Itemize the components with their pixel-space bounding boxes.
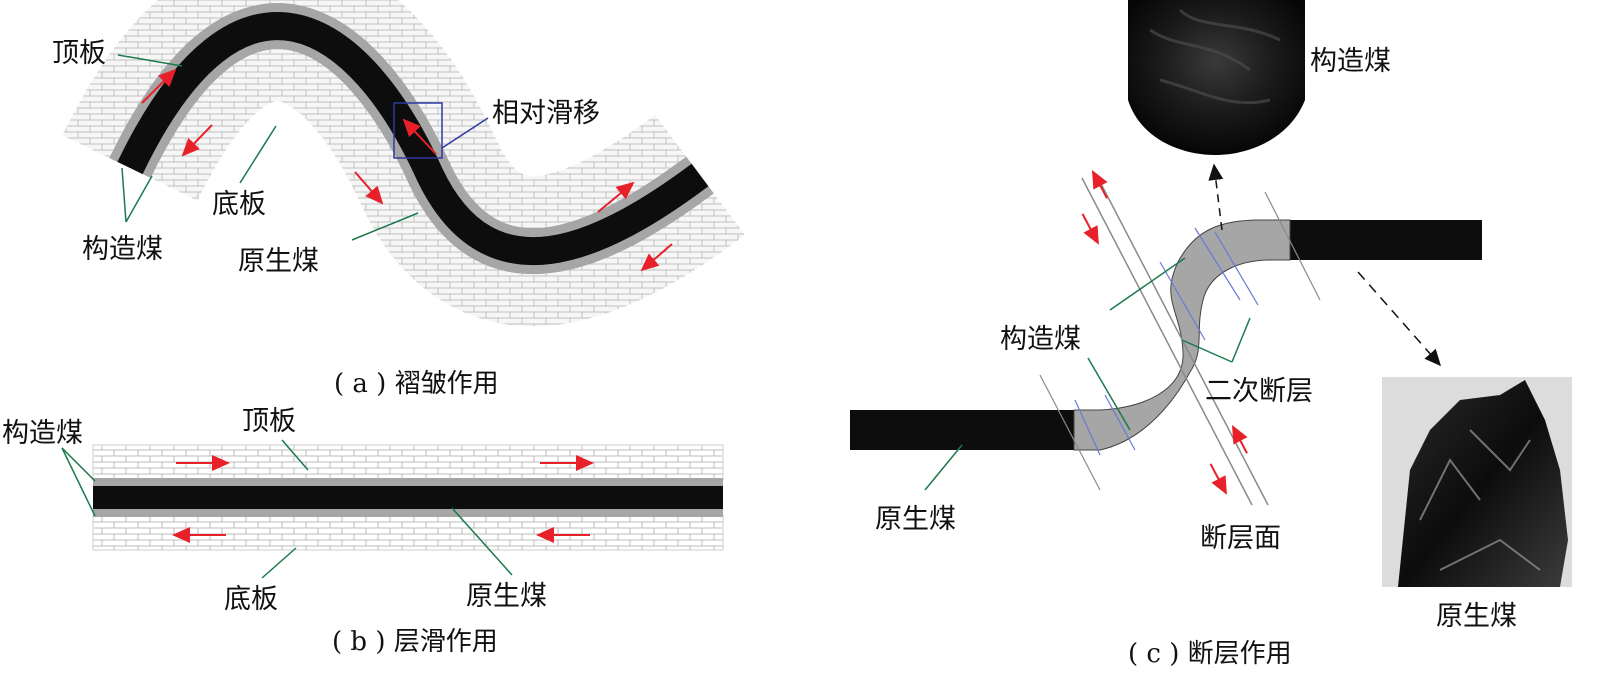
fault-block-line [1264, 191, 1321, 301]
secondary-fault-line [1159, 261, 1206, 341]
secondary-fault-line [1194, 227, 1241, 301]
fold-slip-arrow [640, 243, 673, 272]
dashed-arrow-to-tectonic-photo [1208, 163, 1224, 231]
roof-leader [117, 54, 183, 67]
primary-coal-photo-label: 原生煤 [1436, 601, 1517, 632]
fault-block-line [1039, 374, 1101, 491]
bed-floor [92, 514, 724, 551]
fold-slip-arrow [354, 171, 384, 205]
fault-plane-line [1097, 177, 1269, 506]
bed-roof-label: 顶板 [242, 406, 296, 437]
fault-plane-line [1081, 177, 1253, 506]
fold-slip-arrow [597, 181, 635, 213]
fault-tectonic-coal-label: 构造煤 [1000, 324, 1081, 355]
secondary-fault-leader-1 [1181, 339, 1233, 363]
fault-slip-arrow [1092, 169, 1108, 199]
primary-coal-leader [924, 444, 963, 491]
secondary-fault-leader-2 [1231, 317, 1251, 363]
secondary-fault-line [1214, 231, 1259, 306]
fault-slip-arrow [1081, 213, 1099, 245]
fault-tectonic-leader-1 [1109, 257, 1186, 311]
fault-slip-arrow [1232, 424, 1248, 454]
relative-slip-label: 相对滑移 [492, 98, 600, 129]
bed-roof-leader [281, 439, 309, 471]
fault-tectonic-coal [1073, 219, 1291, 451]
tectonic-coal-photo [1128, 0, 1305, 155]
bed-primary-coal-label: 原生煤 [466, 581, 547, 612]
fold-slip-arrow [402, 118, 437, 155]
fault-primary-coal-label: 原生煤 [875, 504, 956, 535]
bed-floor-leader [261, 547, 297, 579]
primary-coal-label: 原生煤 [238, 246, 319, 277]
primary-coal-photo [1382, 377, 1572, 587]
lower-coal-seam [850, 410, 1074, 450]
panel-a-fold: 顶板 相对滑移 底板 构造煤 原生煤 ( a ) 褶皱作用 [52, 0, 745, 399]
panel-b-caption: ( b ) 层滑作用 [332, 627, 498, 657]
panel-c-fault: 构造煤 原生煤 [850, 0, 1572, 669]
tectonic-coal-photo-label: 构造煤 [1310, 46, 1391, 77]
panel-c-caption: ( c ) 断层作用 [1128, 639, 1292, 669]
bed-tectonic-leader-2 [61, 447, 96, 517]
primary-coal-leader [351, 212, 419, 241]
fold-slip-arrow [141, 68, 177, 104]
bed-tectonic-coal-label: 构造煤 [2, 418, 83, 449]
secondary-fault-line [1074, 399, 1101, 456]
bed-tectonic-leader-1 [61, 447, 96, 482]
relative-slip-box [393, 102, 443, 159]
fault-slip-arrow [1209, 463, 1227, 495]
bed-primary-coal [93, 486, 723, 509]
floor-label: 底板 [212, 189, 266, 220]
dashed-arrow-to-primary-photo [1357, 271, 1441, 367]
secondary-fault-line [1104, 394, 1136, 451]
roof-label: 顶板 [52, 38, 106, 69]
tectonic-coal-leader-1 [121, 167, 127, 223]
panel-a-caption: ( a ) 褶皱作用 [334, 369, 499, 399]
fault-tectonic-leader-2 [1087, 357, 1131, 431]
fold-primary-coal [117, 12, 709, 266]
fold-slip-arrow [181, 124, 213, 157]
secondary-fault-label: 二次断层 [1205, 376, 1313, 407]
tectonic-coal-label: 构造煤 [82, 234, 163, 265]
upper-coal-seam [1290, 220, 1482, 260]
relative-slip-leader [441, 117, 489, 149]
bed-floor-label: 底板 [224, 584, 278, 615]
panel-b-bedding-slip: 构造煤 顶板 底板 原生煤 ( b ) 层滑作用 [2, 406, 724, 657]
floor-leader [239, 125, 277, 184]
bed-primary-leader [451, 507, 513, 576]
fault-plane-label: 断层面 [1200, 523, 1281, 554]
tectonic-coal-leader-2 [125, 175, 153, 223]
